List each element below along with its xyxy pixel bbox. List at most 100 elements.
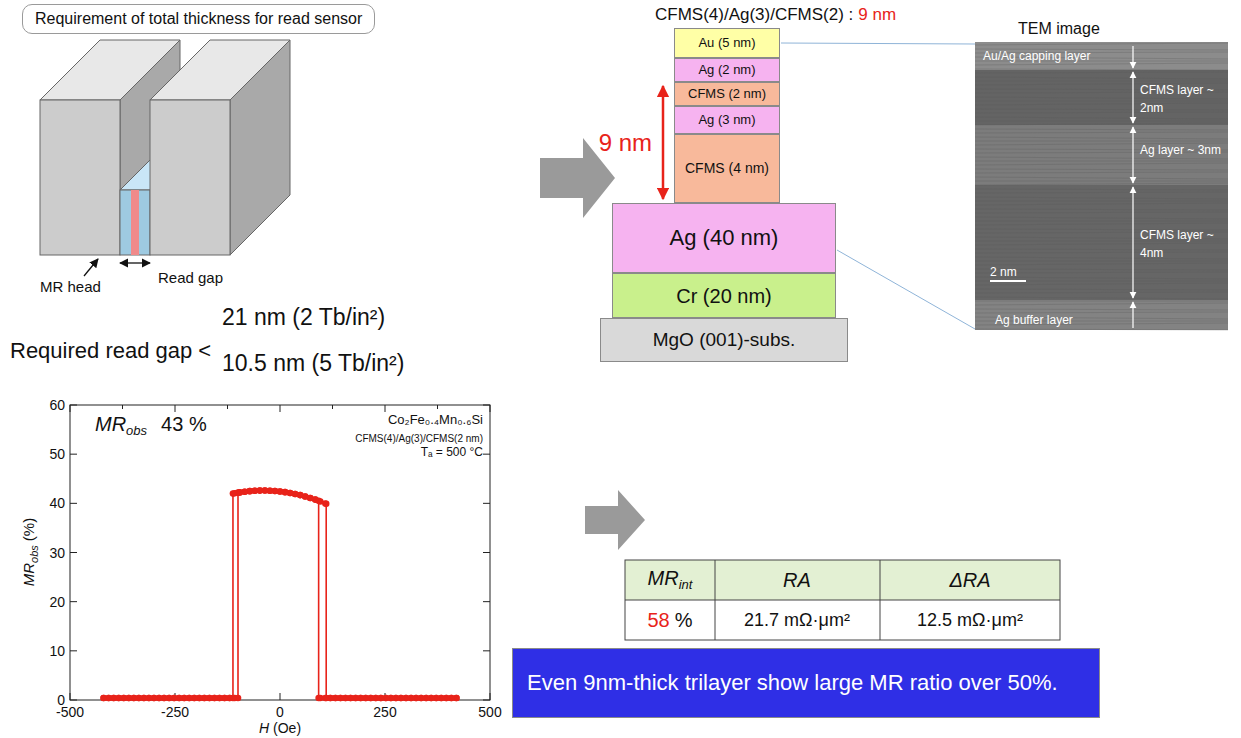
- result-table-part-part: [625, 560, 1060, 640]
- label-text: 9 nm: [858, 5, 896, 24]
- tem-image-part-part: [975, 223, 1228, 225]
- mr-chart-part-part: [490, 693, 491, 700]
- node-text: Requirement of total thickness for read …: [35, 9, 362, 28]
- label-text: 60: [49, 397, 65, 413]
- label-group: CFMS layer ~ 2nm: [1140, 80, 1224, 117]
- label-text: Au/Ag capping layer: [983, 49, 1090, 63]
- mr-chart-part-part: [70, 650, 77, 651]
- tem-image-part-part: [1132, 72, 1133, 123]
- label-text: 21.7 mΩ·μm²: [744, 610, 850, 630]
- node-text: MgO (001)-subs.: [653, 329, 796, 352]
- tem-image-part-part: [975, 77, 1228, 79]
- node-text: Ag (40 nm): [670, 225, 779, 251]
- label-group: -500: [56, 703, 84, 721]
- label-text: 58: [647, 609, 669, 631]
- read-head-illustration-part: [120, 190, 150, 255]
- label-group: 10: [49, 642, 65, 660]
- result-table-part: [625, 560, 1060, 600]
- label-group: 20: [49, 592, 65, 610]
- tem-image-part-part: [975, 283, 1228, 285]
- label-group: CFMS layer ~ 4nm: [1140, 225, 1224, 262]
- label-group: RA: [783, 569, 811, 592]
- mr-chart-part-part: [483, 601, 490, 602]
- mr-chart-part-part: [100, 695, 107, 702]
- tem-image-part-part: [975, 292, 1228, 293]
- label-group: TEM image: [1018, 20, 1100, 38]
- mr-chart-part-part: [70, 693, 71, 700]
- node-text: Ag (2 nm): [698, 62, 755, 78]
- tem-image-part: [975, 43, 1228, 330]
- mr-chart-part-part: [280, 693, 281, 700]
- label-text: 43 %: [161, 413, 207, 435]
- label-group: Ag buffer layer: [995, 310, 1073, 328]
- label-group: 50: [49, 445, 65, 463]
- node-text: Au (5 nm): [698, 35, 755, 51]
- label-group: MRobs(%): [20, 518, 41, 586]
- mr-chart-part-part: [323, 501, 330, 508]
- tem-image-part-part: [975, 217, 1228, 219]
- tem-image-part-part: [975, 192, 1228, 193]
- tem-image-part-part: [975, 303, 1228, 305]
- label-text: 40: [49, 495, 65, 511]
- read-head-illustration-part: [230, 40, 290, 255]
- layer-box: Ag (40 nm): [612, 203, 836, 273]
- tem-image-part: [975, 70, 1228, 125]
- label-group: 9 nm: [599, 129, 652, 157]
- result-table-part-part: [625, 600, 1060, 601]
- layer-box: Au (5 nm): [674, 28, 780, 58]
- tem-image-part-part: [975, 161, 1228, 162]
- label-group: 2 nm: [990, 262, 1017, 280]
- heading-box: Requirement of total thickness for read …: [22, 4, 375, 34]
- mr-chart-part-part: [70, 503, 77, 504]
- tem-image: [975, 42, 1228, 330]
- label-group: 40: [49, 494, 65, 512]
- layer-box: Cr (20 nm): [612, 273, 836, 318]
- tem-image-part-part: [975, 201, 1228, 202]
- label-group: Required read gap <: [10, 338, 211, 363]
- label-text: Read gap: [158, 269, 223, 286]
- node-text: Cr (20 nm): [676, 284, 772, 308]
- tem-image-part-part: [975, 157, 1228, 159]
- mr-chart-part-part: [70, 700, 77, 701]
- tem-image-part-part: [975, 141, 1228, 142]
- tem-image-part-part: [975, 189, 1228, 190]
- label-text: CFMS layer ~ 2nm: [1140, 83, 1214, 115]
- label-group: MRint: [648, 567, 693, 593]
- label-group: ΔRA: [949, 569, 990, 592]
- label-text: 20: [49, 593, 65, 609]
- tem-image-part-part: [975, 177, 1228, 179]
- tem-image-part-part: [1132, 127, 1133, 183]
- label-text: MR: [95, 413, 126, 435]
- node-text: Even 9nm-thick trilayer show large MR ra…: [527, 670, 1058, 696]
- label-text: Tₐ = 500 °C: [421, 445, 483, 459]
- label-group: 30: [49, 543, 65, 561]
- label-text: Ag buffer layer: [995, 313, 1073, 327]
- tem-image-part-part: [975, 121, 1228, 122]
- label-text: 500: [478, 704, 501, 720]
- label-group: H(Oe): [259, 719, 301, 737]
- tem-image-part-part: [975, 81, 1228, 82]
- tem-image-part-part: [975, 249, 1228, 250]
- mr-chart-part-part: [483, 700, 490, 701]
- tem-image-part-part: [975, 197, 1228, 199]
- tem-image-part-part: [975, 209, 1228, 210]
- label-text: 0: [276, 704, 284, 720]
- layer-box: MgO (001)-subs.: [600, 318, 848, 362]
- label-text: 2 nm: [990, 265, 1017, 279]
- label-group: Tₐ = 500 °C: [421, 442, 483, 460]
- label-text: 9 nm: [599, 129, 652, 156]
- result-table: [625, 560, 1060, 640]
- mr-chart-part-part: [70, 601, 77, 602]
- tem-image-part: [975, 185, 1228, 300]
- label-group: 21.7 mΩ·μm²: [744, 610, 850, 631]
- tem-image-part-part: [1132, 46, 1133, 68]
- tem-image-part-part: [975, 137, 1228, 139]
- mr-chart-part: [70, 405, 490, 700]
- tem-image-part: [990, 46, 1133, 328]
- node-text: CFMS (2 nm): [688, 86, 766, 102]
- tem-image-part-part: [975, 183, 1228, 185]
- tem-image-part: [975, 42, 1228, 330]
- label-group: 58%: [647, 609, 692, 632]
- label-group: Ag layer ~ 3nm: [1140, 140, 1224, 158]
- mr-chart-part-part: [70, 454, 77, 455]
